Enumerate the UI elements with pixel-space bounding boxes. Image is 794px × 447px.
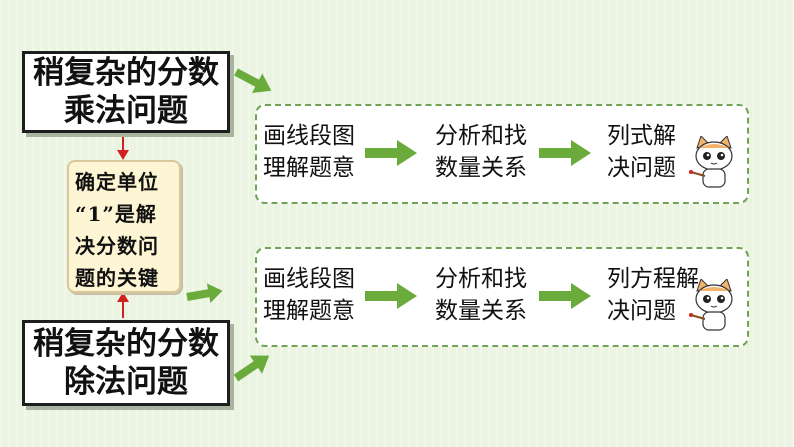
key-note-line: 题的关键 (75, 266, 159, 290)
multiplication-problem-line1: 稍复杂的分数 (33, 55, 219, 91)
green-arrow-icon (365, 283, 417, 309)
cat-teacher-icon (689, 136, 733, 188)
step-line: 分析和找 (435, 123, 527, 149)
key-note-line: 确定单位 (75, 170, 159, 194)
diag-arrow-bottom (233, 355, 270, 382)
multiplication-problem-box: 稍复杂的分数 乘法问题 (22, 51, 230, 133)
division-problem-box: 稍复杂的分数 除法问题 (22, 320, 230, 406)
key-note-box: 确定单位 “1”是解 决分数问 题的关键 (67, 160, 181, 293)
multiplication-problem-line2: 乘法问题 (64, 93, 188, 129)
step-line: 数量关系 (435, 298, 527, 324)
division-problem-line2: 除法问题 (64, 364, 188, 400)
flow-multiplication: 画线段图 理解题意 分析和找 数量关系 列式解 决问题 (255, 104, 749, 204)
red-arrowhead-down (117, 150, 129, 160)
flow-step-equation: 列方程解 决问题 (607, 263, 699, 327)
step-line: 决问题 (607, 155, 676, 181)
flow-step-analyze: 分析和找 数量关系 (435, 263, 527, 327)
step-line: 理解题意 (263, 298, 355, 324)
green-arrow-icon (365, 140, 417, 166)
cat-teacher-icon (689, 279, 733, 331)
flow-step-analyze: 分析和找 数量关系 (435, 120, 527, 184)
flow-division: 画线段图 理解题意 分析和找 数量关系 列方程解 决问题 (255, 247, 749, 347)
key-to-flow-arrow (186, 283, 223, 304)
key-note-line: 决分数问 (75, 234, 159, 258)
flow2-arrows (365, 283, 591, 309)
step-line: 数量关系 (435, 155, 527, 181)
step-line: 列方程解 (607, 266, 699, 292)
step-line: 画线段图 (263, 266, 355, 292)
green-arrow-icon (539, 140, 591, 166)
flow-step-solve: 列式解 决问题 (607, 120, 676, 184)
red-arrowhead-up (117, 292, 129, 302)
step-line: 理解题意 (263, 155, 355, 181)
flow1-arrows (365, 140, 591, 166)
step-line: 列式解 (607, 123, 676, 149)
flow-step-draw: 画线段图 理解题意 (263, 120, 355, 184)
division-problem-line1: 稍复杂的分数 (33, 326, 219, 362)
step-line: 画线段图 (263, 123, 355, 149)
diag-arrow-top (234, 68, 272, 93)
key-note-line: “1”是解 (75, 202, 157, 226)
green-arrow-icon (539, 283, 591, 309)
flow-step-draw: 画线段图 理解题意 (263, 263, 355, 327)
step-line: 分析和找 (435, 266, 527, 292)
step-line: 决问题 (607, 298, 676, 324)
